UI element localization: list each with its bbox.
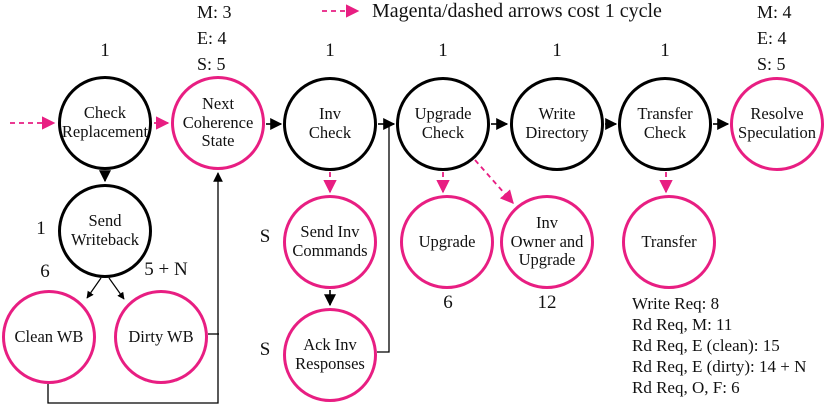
node-upgrade: Upgrade bbox=[400, 195, 494, 289]
cost-clean-wb: 6 bbox=[40, 261, 50, 282]
edge-send-writeback-to-clean-wb bbox=[86, 277, 102, 299]
node-write-directory: Write Directory bbox=[510, 77, 604, 171]
cost-resolve-speculation-m: M: 4 bbox=[757, 2, 792, 22]
cost-next-coherence-s: S: 5 bbox=[197, 54, 226, 74]
cost-inv-owner-and-upgrade: 12 bbox=[537, 292, 557, 313]
cost-write-directory: 1 bbox=[552, 40, 562, 61]
node-dirty-wb: Dirty WB bbox=[114, 290, 208, 384]
edge-send-writeback-to-dirty-wb bbox=[108, 277, 125, 300]
node-next-coherence-state: Next Coherence State bbox=[171, 76, 265, 170]
edge-ack-inv-responses-to-upgrade-check bbox=[377, 125, 390, 353]
cost-check-replacement: 1 bbox=[100, 40, 110, 61]
node-transfer-check: Transfer Check bbox=[618, 77, 712, 171]
cost-dirty-wb: 5 + N bbox=[144, 259, 188, 280]
node-inv-owner-and-upgrade: Inv Owner and Upgrade bbox=[500, 195, 594, 289]
cost-ack-inv-responses: S bbox=[259, 339, 271, 360]
transfer-cost-rd-req-m: Rd Req, M: 11 bbox=[632, 315, 733, 334]
cost-transfer-check: 1 bbox=[660, 40, 670, 61]
node-resolve-speculation: Resolve Speculation bbox=[730, 77, 824, 171]
legend-text: Magenta/dashed arrows cost 1 cycle bbox=[372, 0, 662, 22]
cost-next-coherence-e: E: 4 bbox=[197, 28, 227, 48]
cost-send-inv-commands: S bbox=[259, 226, 271, 247]
node-ack-inv-responses: Ack Inv Responses bbox=[283, 308, 377, 402]
node-transfer: Transfer bbox=[622, 195, 716, 289]
cost-next-coherence-m: M: 3 bbox=[197, 2, 232, 22]
edge-clean-wb-to-next-coherence-state bbox=[47, 172, 223, 404]
cost-upgrade: 6 bbox=[443, 292, 453, 313]
node-send-writeback: Send Writeback bbox=[58, 184, 152, 278]
cost-resolve-speculation-s: S: 5 bbox=[757, 54, 786, 74]
node-check-replacement: Check Replacement bbox=[58, 76, 152, 170]
node-send-inv-commands: Send Inv Commands bbox=[283, 195, 377, 289]
transfer-cost-rd-req-o-f: Rd Req, O, F: 6 bbox=[632, 378, 740, 397]
cost-upgrade-check: 1 bbox=[438, 40, 448, 61]
cost-inv-check: 1 bbox=[325, 40, 335, 61]
node-inv-check: Inv Check bbox=[283, 77, 377, 171]
cost-resolve-speculation-e: E: 4 bbox=[757, 28, 787, 48]
transfer-cost-write-req: Write Req: 8 bbox=[632, 294, 720, 313]
node-upgrade-check: Upgrade Check bbox=[396, 77, 490, 171]
transfer-cost-rd-req-e-dirty: Rd Req, E (dirty): 14 + N bbox=[632, 357, 807, 376]
edge-upgrade-check-to-inv-owner-and-upgrade bbox=[474, 159, 514, 205]
cost-send-writeback: 1 bbox=[36, 218, 46, 239]
node-clean-wb: Clean WB bbox=[2, 290, 96, 384]
transfer-cost-rd-req-e-clean: Rd Req, E (clean): 15 bbox=[632, 336, 780, 355]
